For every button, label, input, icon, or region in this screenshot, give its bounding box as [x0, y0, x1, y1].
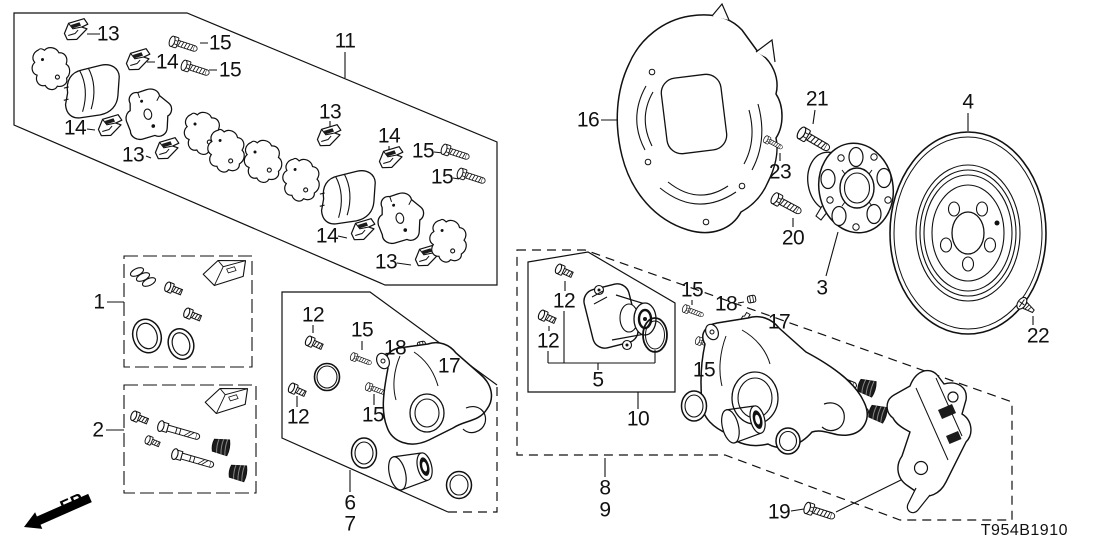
- callout-18-17: 18: [383, 336, 407, 360]
- callout-19-33: 19: [767, 500, 791, 524]
- disc-screw: [1016, 296, 1035, 314]
- callout-12-23: 12: [552, 289, 576, 313]
- callout-23-35: 23: [768, 160, 792, 184]
- callout-13-0: 13: [96, 22, 120, 46]
- group-splash-guard: [616, 2, 783, 234]
- callout-7-22: 7: [344, 512, 356, 536]
- callout-5-25: 5: [592, 368, 604, 392]
- group-brake-pad-set-1: [29, 17, 323, 204]
- group-caliper-center: [286, 334, 493, 500]
- diagram-code: T954B1910: [980, 522, 1068, 539]
- fr-direction-arrow: [24, 493, 92, 529]
- callout-17-18: 17: [437, 354, 461, 378]
- callout-4-39: 4: [962, 90, 974, 114]
- callout-14-11: 14: [315, 224, 339, 248]
- callout-12-15: 12: [301, 303, 325, 327]
- callout-15-3: 15: [218, 58, 242, 82]
- callout-15-20: 15: [361, 403, 385, 427]
- callout-15-9: 15: [411, 139, 435, 163]
- group-seal-kit: [129, 255, 250, 360]
- group-hub-bearing: [762, 125, 895, 234]
- callout-14-4: 14: [63, 116, 87, 140]
- callout-11-6: 11: [334, 29, 356, 53]
- callout-9-28: 9: [599, 498, 611, 522]
- callout-22-40: 22: [1026, 324, 1050, 348]
- callout-6-21: 6: [344, 491, 356, 515]
- group-brake-disc: [889, 131, 1047, 335]
- callout-13-5: 13: [121, 143, 145, 167]
- callout-15-29: 15: [680, 278, 704, 302]
- callout-12-19: 12: [286, 405, 310, 429]
- callout-15-10: 15: [430, 165, 454, 189]
- callout-20-37: 20: [781, 226, 805, 250]
- callout-15-1: 15: [208, 31, 232, 55]
- group-pin-kit: [128, 383, 252, 483]
- callout-17-31: 17: [767, 310, 791, 334]
- group-caliper-right: [680, 294, 889, 523]
- region-caliper-8-9: [516, 249, 1013, 521]
- callout-15-32: 15: [692, 358, 716, 382]
- callout-14-8: 14: [377, 124, 401, 148]
- callout-21-36: 21: [805, 87, 829, 111]
- group-caliper-bracket: [886, 369, 972, 514]
- region-caliper-6-7-dashed: [448, 385, 498, 513]
- callout-13-12: 13: [374, 250, 398, 274]
- region-caliper-6-7: [281, 291, 498, 513]
- region-seal-kit-1: [123, 255, 253, 368]
- group-region-borders: [13, 12, 1013, 521]
- group-brake-pad-set-2: [314, 123, 488, 268]
- callout-2-14: 2: [92, 418, 104, 442]
- group-parking-actuator: [536, 262, 668, 353]
- callout-16-34: 16: [576, 108, 600, 132]
- callout-8-27: 8: [599, 476, 611, 500]
- callout-18-30: 18: [714, 292, 738, 316]
- callout-3-38: 3: [816, 276, 828, 300]
- callout-13-7: 13: [318, 100, 342, 124]
- callout-10-26: 10: [626, 407, 650, 431]
- region-actuator-10: [527, 251, 676, 393]
- region-pin-kit-2: [123, 384, 257, 494]
- callout-15-16: 15: [350, 318, 374, 342]
- callout-12-24: 12: [536, 329, 560, 353]
- region-pad-kit-11: [13, 12, 498, 286]
- callout-1-13: 1: [93, 290, 105, 314]
- callout-14-2: 14: [155, 50, 179, 74]
